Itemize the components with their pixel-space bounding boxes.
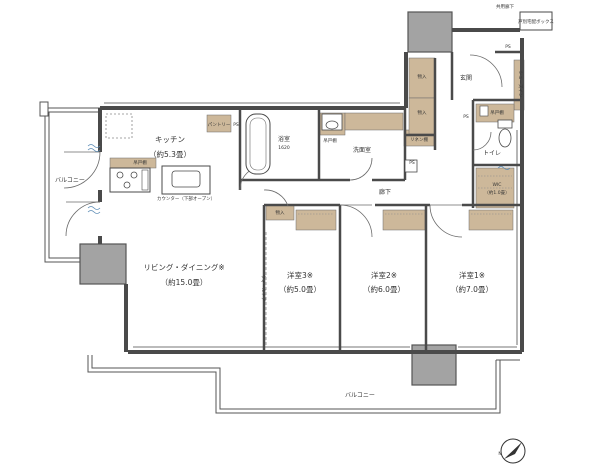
entrance-storage-2 [408,97,436,135]
columns [79,11,457,386]
toilet-label: トイレ [483,150,501,157]
western2-size: （約6.0畳） [363,284,405,294]
common-corridor-label: 共用廊下 [496,3,514,10]
delivery-box-fixture [519,11,553,31]
kitchen-island [161,165,211,195]
corridor-label: 廊下 [379,188,391,196]
western1-closet [468,209,514,231]
bathtub [245,113,271,175]
balcony-bottom-label: バルコニー [345,392,375,399]
western2-closet [382,209,426,231]
wash-shelf-label: 吊戸棚 [323,137,337,144]
ps-entrance: PS [505,44,511,50]
ps-kitchen: PS [233,122,239,128]
ps-wash: PS [409,160,415,166]
door-swings [63,54,503,238]
balcony-left-label: バルコニー [55,177,85,184]
wic-size: （約1.0畳） [484,189,509,196]
kitchen-shelf-label: 吊戸棚 [133,159,147,166]
exterior-walls [98,28,524,354]
cooktop [109,167,151,193]
ps-toilet: PS [463,114,469,120]
toilet-fixture [479,105,513,148]
linen-label: リネン棚 [410,136,428,143]
wic-name: WIC [493,182,502,188]
balcony-left-outline [39,101,100,263]
entrance-storage-label-2: 物入 [418,109,427,116]
north-label: N [498,451,501,457]
ac-markers [87,144,511,214]
western1-name: 洋室1※ [459,270,485,280]
washroom-counter [344,112,404,131]
toilet-shelf-label: 吊戸棚 [490,109,504,116]
bath-name: 浴室 [278,135,290,143]
kitchen-name: キッチン [155,135,185,144]
pantry-label: パントリー [208,122,231,128]
living-name: リビング・ダイニング※ [143,262,224,272]
western3-size: （約5.0畳） [279,284,321,294]
entrance-storage-label: 物入 [418,73,427,80]
north-arrow-icon: N [498,438,526,464]
entrance-label: 玄関 [460,74,472,82]
interior-walls [238,50,522,352]
washbasin [321,113,418,173]
washroom-label: 洗面室 [353,146,371,154]
counter-label: カウンター（下部オープン） [157,195,215,202]
living-size: （約15.0畳） [161,277,208,287]
bath-size: 1620 [278,145,290,151]
western3-name: 洋室3※ [287,270,313,280]
delivery-box-label: 戸別宅配ボックス [518,18,554,25]
western2-name: 洋室2※ [371,270,397,280]
shoe-label: シューズイン [517,71,524,98]
wall-door-label: ウォールドア [260,275,267,302]
kitchen-size: （約5.3畳） [149,149,191,159]
western3-closet [295,209,337,231]
western3-storage-label: 物入 [276,209,285,216]
balcony-bottom-outline [87,355,520,414]
fridge-space [105,113,133,139]
western1-size: （約7.0畳） [451,284,493,294]
closet-details [298,175,512,215]
pantry-shelf [206,114,232,133]
